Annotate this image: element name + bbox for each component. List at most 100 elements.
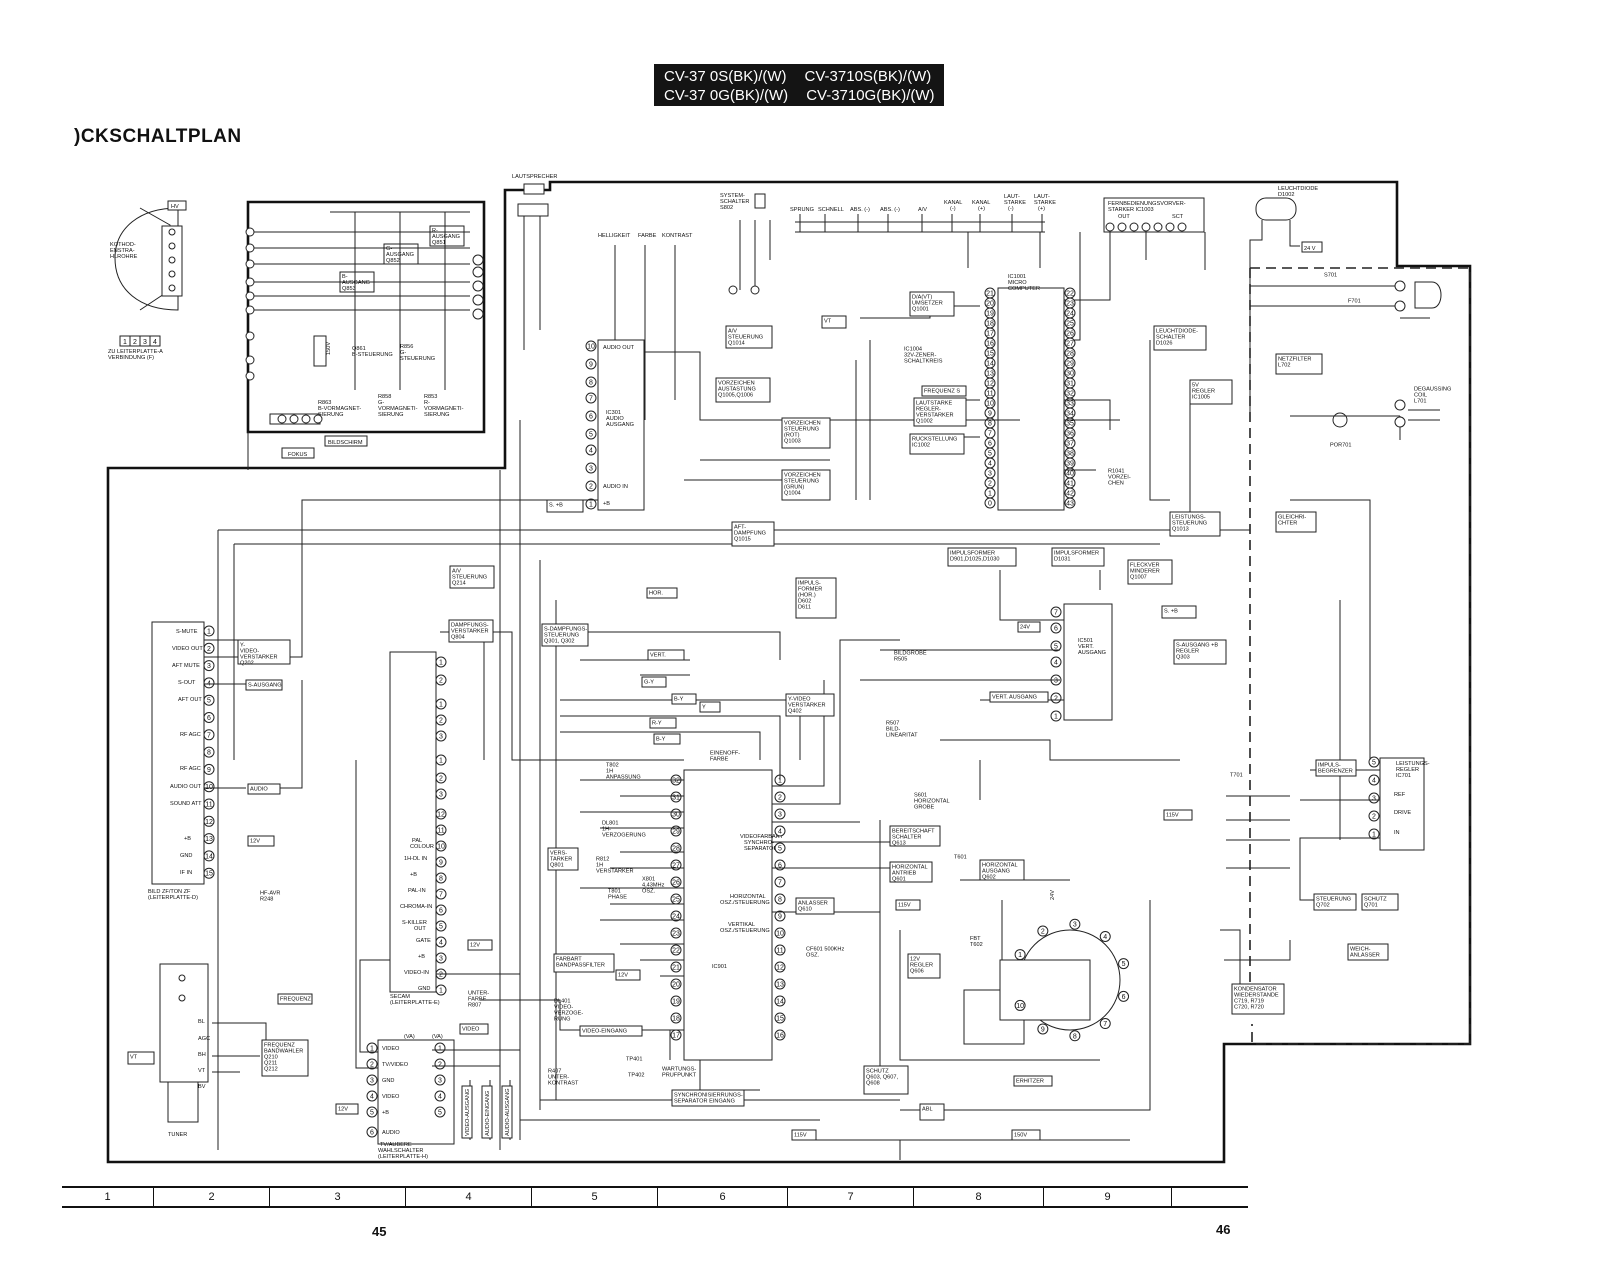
pin <box>774 944 786 956</box>
pin <box>203 867 215 879</box>
pin-number: 3 <box>1372 796 1376 803</box>
svg-text:VT: VT <box>198 1068 206 1074</box>
svg-text:R-: R- <box>432 228 438 234</box>
label-b-y: B-Y <box>674 697 684 703</box>
svg-text:BL: BL <box>198 1019 205 1025</box>
hv-label-box <box>167 200 187 211</box>
pin-number: 9 <box>589 362 593 369</box>
pin <box>1069 1030 1081 1042</box>
pin <box>435 754 447 766</box>
pin <box>670 910 682 922</box>
pin <box>434 1074 446 1086</box>
pin <box>203 781 215 793</box>
ic-bild-zf: BILD ZF/TON ZF(LEITERPLATTE-D) S-MUTEVID… <box>148 621 205 901</box>
pin-number: 1 <box>778 778 782 785</box>
pin-number: 29 <box>1066 361 1074 368</box>
pin-number: 27 <box>1066 341 1074 348</box>
svg-text:AUSGANG: AUSGANG <box>1078 650 1106 656</box>
svg-text:LAUTSPRECHER: LAUTSPRECHER <box>512 174 557 180</box>
pin-number: 2 <box>439 776 443 783</box>
pin <box>203 642 215 654</box>
pin-number: 5 <box>439 924 443 931</box>
svg-text:TV/VIDEO: TV/VIDEO <box>382 1062 409 1068</box>
svg-text:B-VORMAGNET-: B-VORMAGNET- <box>318 406 361 412</box>
block-vt2: VT <box>127 1051 155 1065</box>
pin-number: 28 <box>672 846 680 853</box>
pin <box>1118 990 1130 1002</box>
svg-text:+B: +B <box>418 954 425 960</box>
svg-text:HELLIGKEIT: HELLIGKEIT <box>598 233 631 239</box>
svg-text:GATE: GATE <box>416 938 431 944</box>
svg-text:FERNBEDIENUNGSVORVER-: FERNBEDIENUNGSVORVER- <box>1108 201 1186 207</box>
svg-text:MICRO: MICRO <box>1008 280 1027 286</box>
pin-number: 3 <box>1054 678 1058 685</box>
pin-number: 8 <box>778 897 782 904</box>
block-t601: T601 <box>954 855 967 861</box>
pin <box>366 1106 378 1118</box>
svg-text:GND: GND <box>418 986 430 992</box>
grid-cell: 6 <box>658 1188 788 1206</box>
svg-text:ABS. (-): ABS. (-) <box>850 207 870 213</box>
pin-number: 43 <box>1066 501 1074 508</box>
svg-text:4: 4 <box>153 339 157 346</box>
svg-text:(VA): (VA) <box>404 1034 415 1040</box>
pin-number: 29 <box>672 829 680 836</box>
pin <box>670 842 682 854</box>
pin-number: 8 <box>988 421 992 428</box>
pin-number: 6 <box>1122 994 1126 1001</box>
svg-text:1: 1 <box>123 339 127 346</box>
svg-text:S-MUTE: S-MUTE <box>176 629 198 635</box>
svg-text:REF: REF <box>1394 792 1406 798</box>
pin-number: 22 <box>1066 291 1074 298</box>
pin <box>1050 710 1062 722</box>
svg-text:BV: BV <box>198 1084 206 1090</box>
pin <box>435 674 447 686</box>
grid-cell: 5 <box>532 1188 658 1206</box>
pin <box>203 625 215 637</box>
svg-text:LEUCHTDIODE: LEUCHTDIODE <box>1278 186 1318 192</box>
svg-text:VORMAGNETI-: VORMAGNETI- <box>424 406 464 412</box>
pin-number: 11 <box>776 948 783 955</box>
block-video-eingang: VIDEO-EINGANG <box>579 1025 643 1037</box>
pin-number: 6 <box>439 908 443 915</box>
pin-number: 4 <box>589 448 593 455</box>
pin <box>435 984 447 996</box>
pin <box>435 698 447 710</box>
block-s-ausgang: S-AUSGANG <box>245 679 283 691</box>
svg-text:OUT: OUT <box>414 926 426 932</box>
label-jack-video-out: VIDEO-AUSGANG <box>465 1089 471 1136</box>
svg-text:GND: GND <box>180 853 192 859</box>
pin-number: 30 <box>672 812 680 819</box>
crt-tube <box>114 207 179 311</box>
svg-text:SYNCHRO-: SYNCHRO- <box>744 840 774 846</box>
pin-number: 2 <box>439 678 443 685</box>
svg-text:OUT: OUT <box>1118 214 1130 220</box>
pin-number: 13 <box>986 371 994 378</box>
svg-text:+B: +B <box>603 501 610 507</box>
degauss-coil <box>1332 399 1440 428</box>
